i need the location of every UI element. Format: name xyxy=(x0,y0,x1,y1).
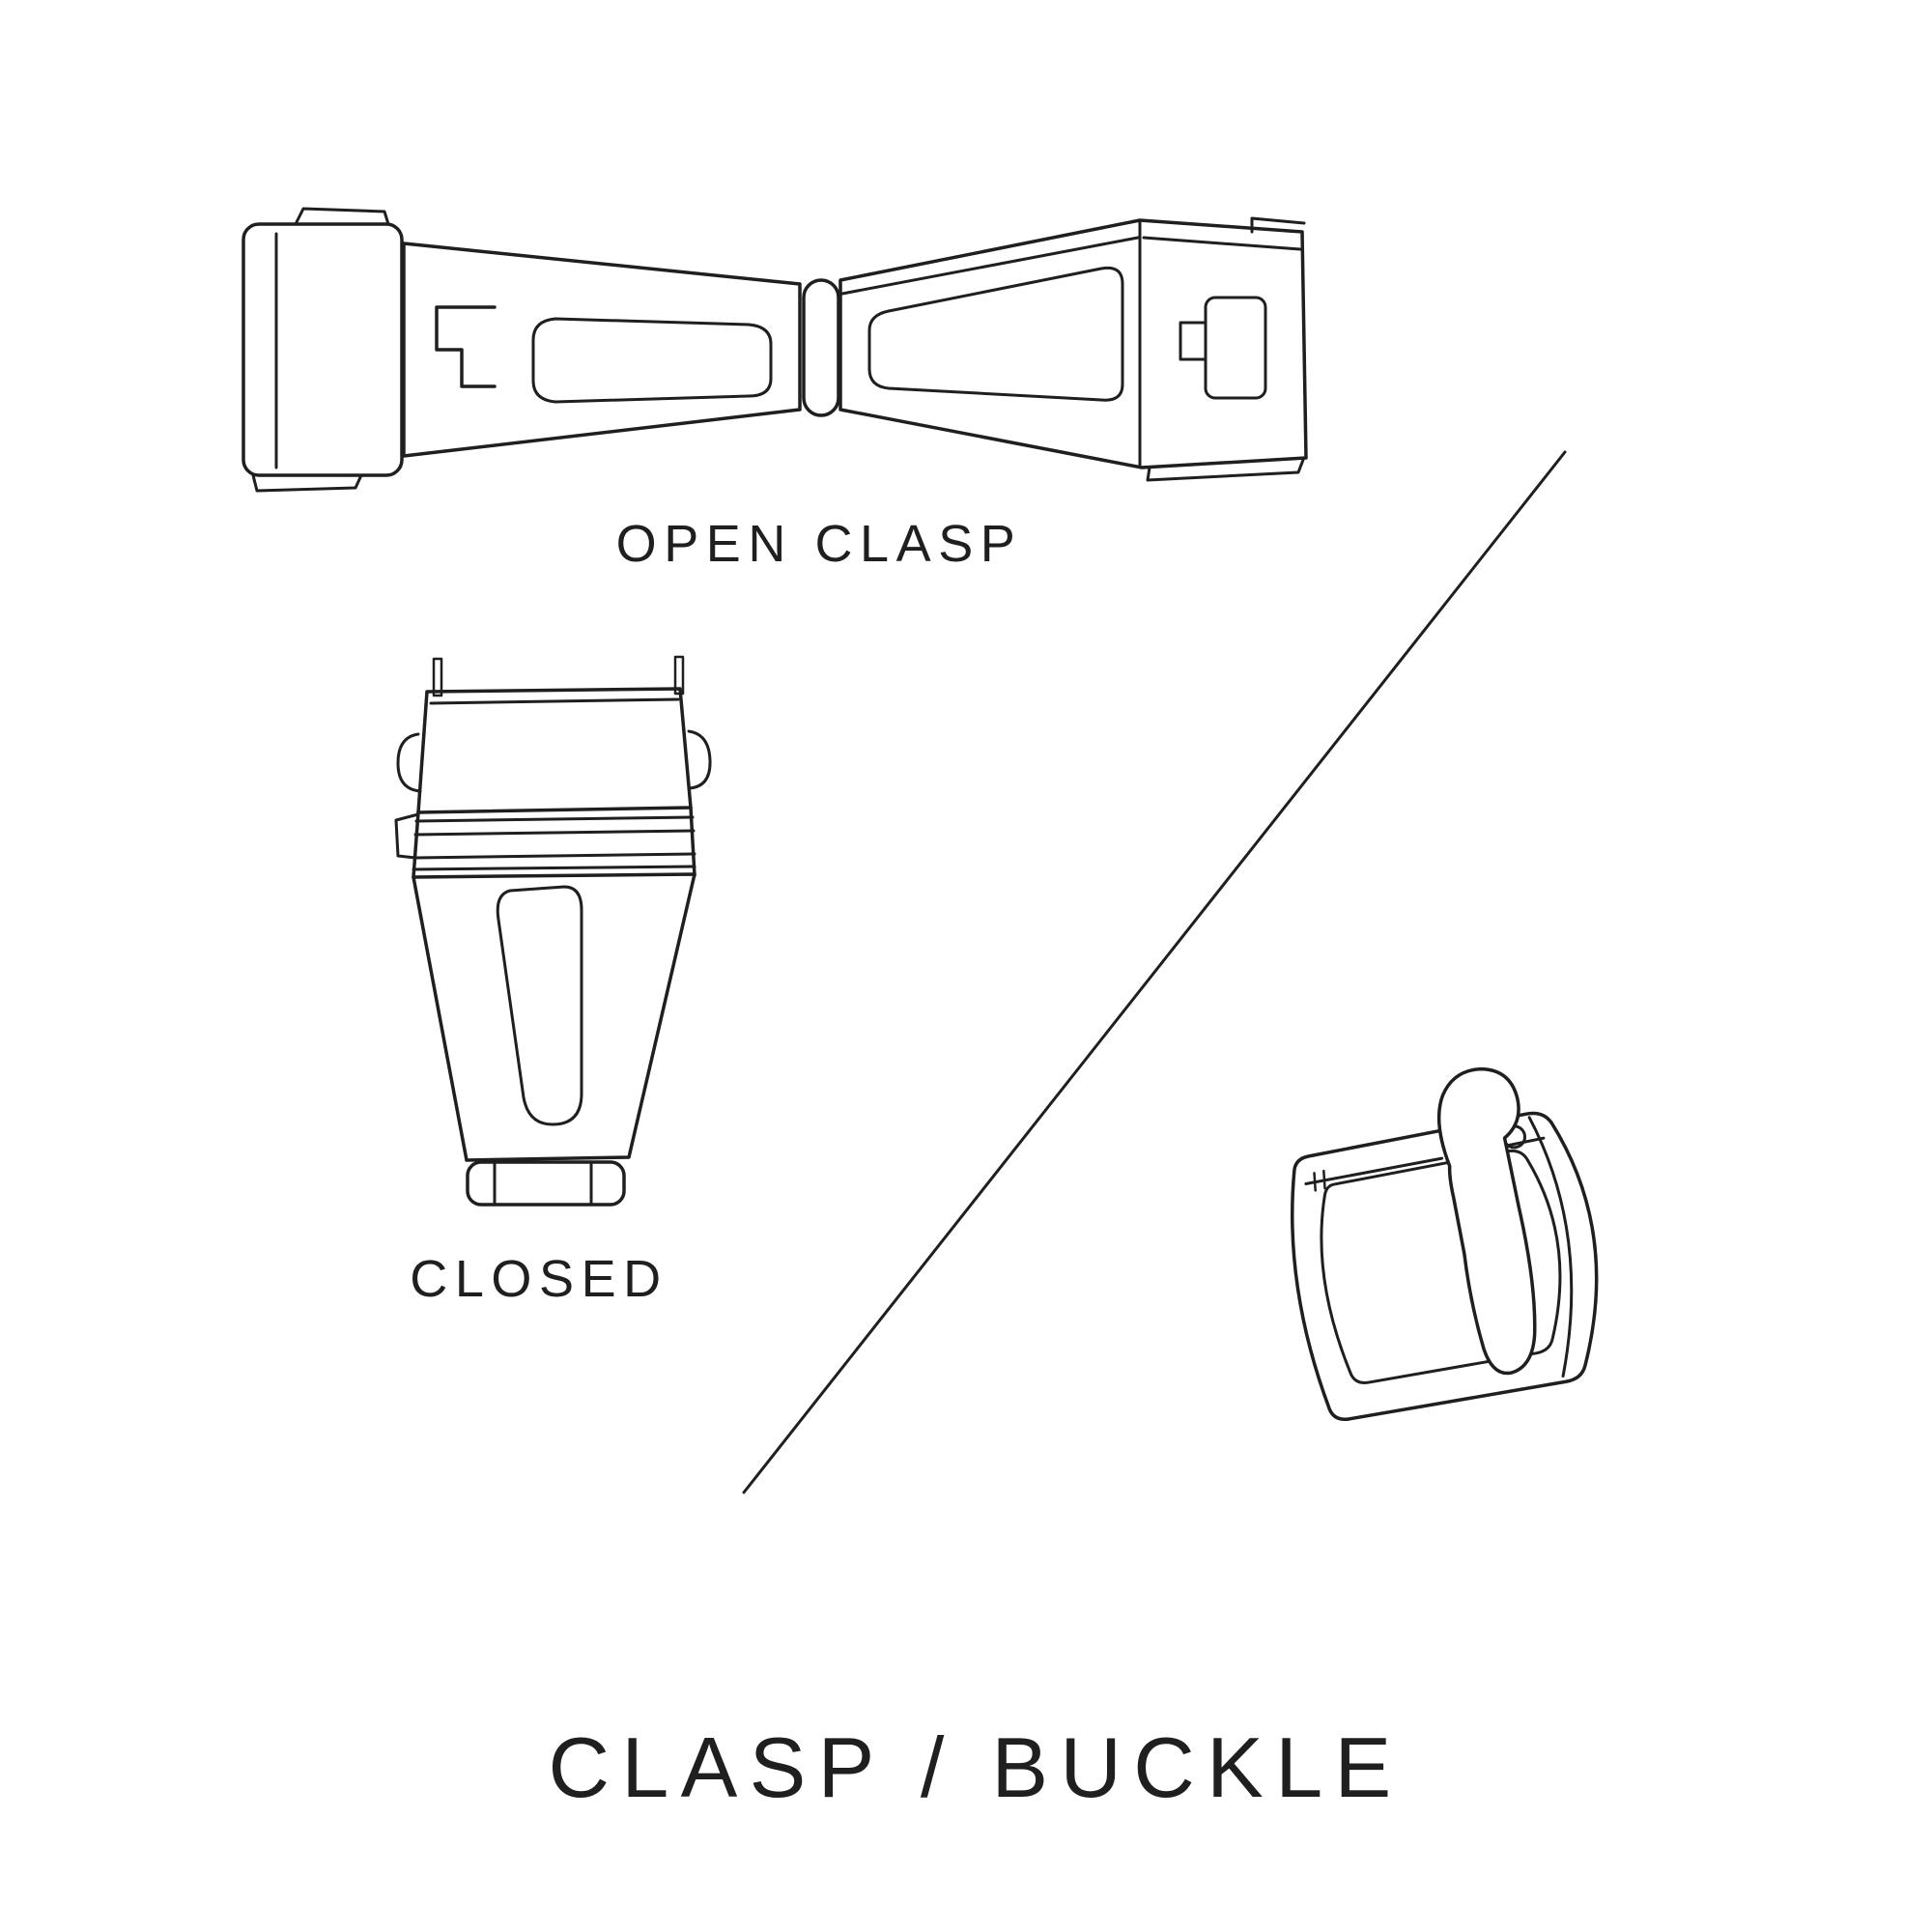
closed-clasp-icon xyxy=(394,655,712,1207)
open-clasp-icon xyxy=(242,207,1308,493)
page-title: CLASP / BUCKLE xyxy=(548,1719,1404,1815)
tang-buckle-icon xyxy=(1290,1066,1599,1421)
open-clasp-label: OPEN CLASP xyxy=(615,515,1023,573)
diagonal-divider-line xyxy=(742,450,1567,1494)
closed-label: CLOSED xyxy=(410,1250,668,1308)
